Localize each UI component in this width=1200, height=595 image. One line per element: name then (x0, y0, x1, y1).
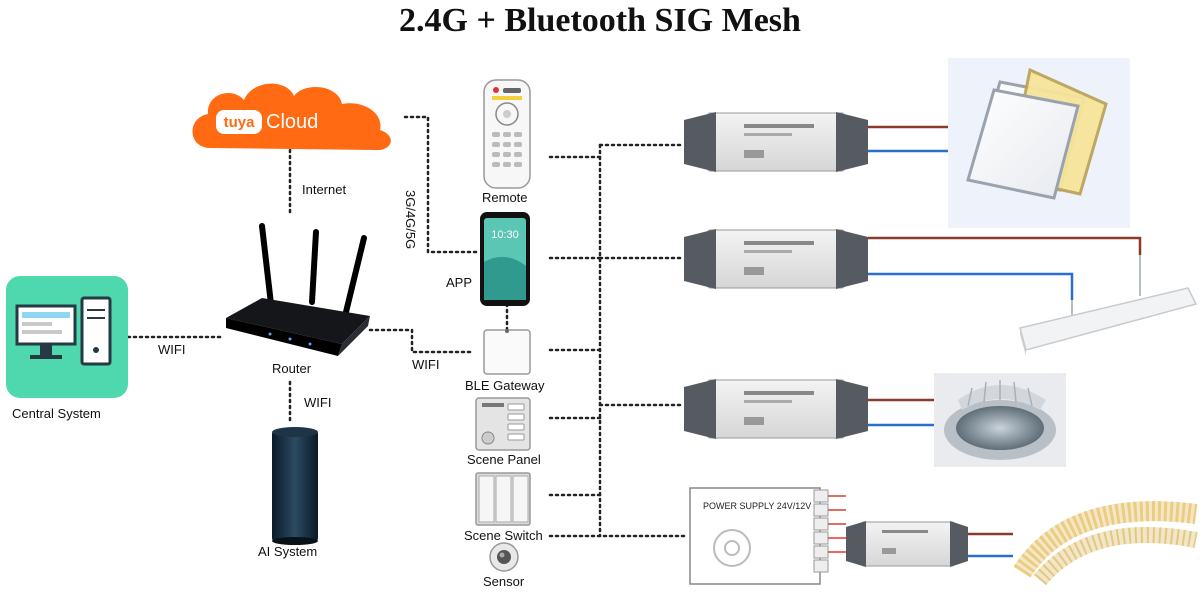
cloud-label: Cloud (266, 111, 318, 133)
tuya-logo-badge (216, 110, 262, 134)
output-wires (868, 125, 1142, 558)
cloud-icon: tuya Cloud (192, 83, 391, 151)
router-ai-wifi-label: WIFI (304, 395, 332, 410)
central-system-label: Central System (12, 406, 101, 421)
diagram-title: 2.4G + Bluetooth SIG Mesh (399, 2, 801, 39)
downlight-icon (934, 373, 1066, 467)
router-gateway-wifi-label: WIFI (412, 357, 440, 372)
router-gateway-link (368, 328, 472, 354)
power-supply-icon: POWER SUPPLY 24V/12V (689, 487, 846, 585)
phone-app-icon: 10:30 (480, 212, 530, 306)
panel-light-icon (948, 58, 1130, 228)
led-strip-icon (1013, 501, 1199, 588)
connection-lines (126, 115, 687, 538)
cloud-brand: tuya (224, 114, 256, 131)
ble-gateway-label: BLE Gateway (465, 378, 545, 393)
scene-switch-label: Scene Switch (464, 528, 543, 543)
driver-2-icon (684, 229, 868, 289)
scene-panel-icon (475, 397, 531, 451)
central-system-icon (6, 276, 128, 398)
remote-icon (483, 79, 531, 189)
scene-panel-label: Scene Panel (467, 452, 541, 467)
cellular-link-label: 3G/4G/5G (403, 190, 418, 250)
ai-system-icon (272, 427, 318, 545)
router-icon (226, 223, 370, 356)
app-label: APP (446, 275, 473, 290)
central-router-wifi-label: WIFI (158, 342, 186, 357)
driver-1-icon (684, 112, 868, 172)
linear-light-icon (1019, 255, 1198, 356)
sensor-label: Sensor (483, 574, 525, 589)
router-label: Router (272, 361, 312, 376)
phone-clock: 10:30 (491, 229, 519, 241)
remote-label: Remote (482, 190, 528, 205)
cloud-cellular-link (403, 115, 482, 254)
scene-switch-icon (475, 472, 531, 526)
sensor-icon (489, 542, 519, 572)
ai-system-label: AI System (258, 544, 318, 559)
internet-link-label: Internet (302, 182, 347, 197)
ble-gateway-icon (483, 329, 531, 375)
power-supply-label: POWER SUPPLY 24V/12V (703, 501, 811, 511)
driver-3-icon (684, 379, 868, 439)
driver-4-icon (846, 521, 968, 567)
